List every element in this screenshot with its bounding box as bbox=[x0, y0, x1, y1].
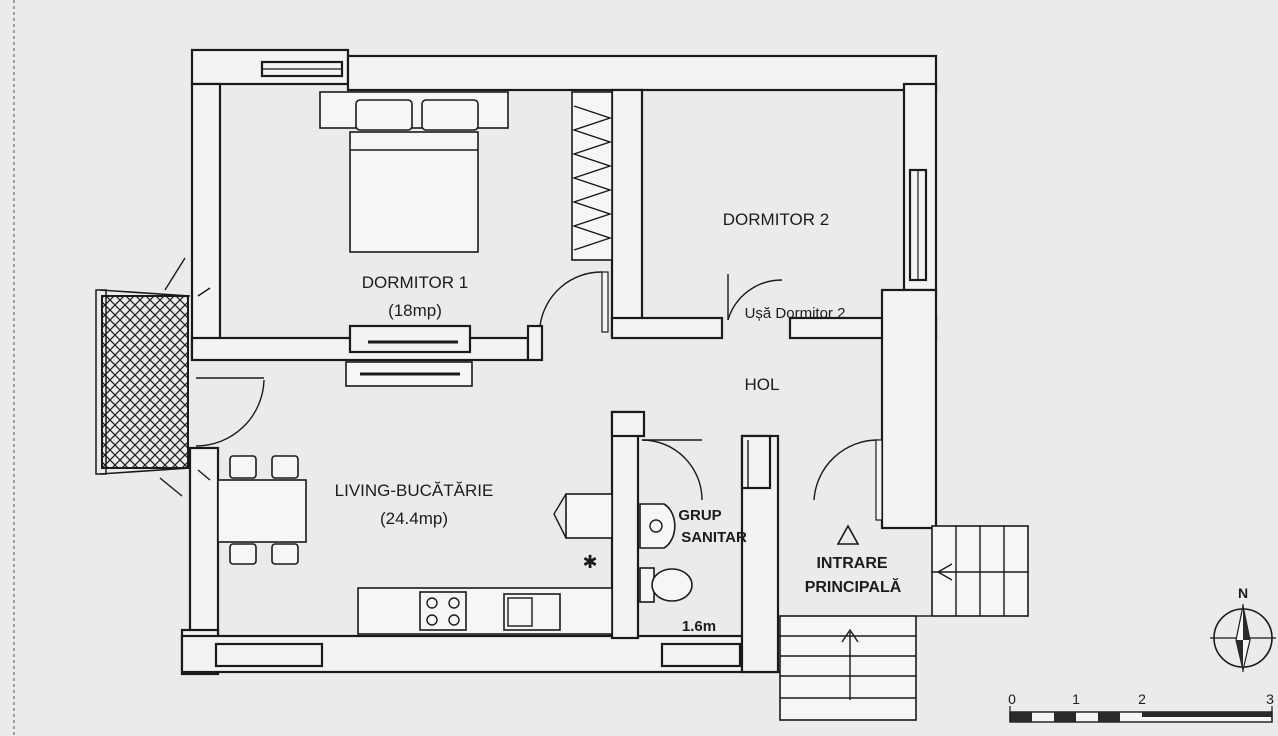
hol-name: HOL bbox=[745, 375, 780, 394]
scale-bar bbox=[1009, 706, 1273, 723]
dining-table bbox=[217, 455, 307, 565]
double-bed bbox=[319, 91, 509, 253]
scale-tick-2: 2 bbox=[1138, 691, 1146, 707]
living-area: (24.4mp) bbox=[380, 509, 448, 528]
living-name: LIVING-BUCĂTĂRIE bbox=[335, 481, 494, 500]
svg-text:✱: ✱ bbox=[582, 552, 597, 572]
entrance-marker-icon bbox=[836, 524, 860, 545]
intrare-line2: PRINCIPALĂ bbox=[805, 577, 902, 596]
intrare-line1: INTRARE bbox=[816, 555, 887, 572]
dresser bbox=[345, 340, 473, 387]
doors bbox=[195, 271, 883, 521]
dormitor2-name: DORMITOR 2 bbox=[723, 210, 829, 229]
balcony bbox=[95, 257, 211, 497]
scale-tick-1: 1 bbox=[1072, 691, 1080, 707]
wardrobe bbox=[571, 91, 613, 261]
grup-sanitar-dimension: 1.6m bbox=[682, 618, 716, 635]
grup-sanitar-line1: GRUP bbox=[678, 507, 721, 524]
grup-sanitar-line2: SANITAR bbox=[681, 529, 747, 546]
bathroom-fixtures bbox=[639, 503, 693, 603]
dresser-wall bbox=[348, 324, 472, 354]
scale-tick-3: 3 bbox=[1266, 691, 1274, 707]
dormitor2-door-label: Ușă Dormitor 2 bbox=[745, 305, 846, 322]
dormitor1-name: DORMITOR 1 bbox=[362, 273, 468, 292]
compass-north-label: N bbox=[1238, 585, 1248, 601]
dormitor1-area: (18mp) bbox=[388, 301, 442, 320]
walls bbox=[180, 48, 938, 676]
compass-icon bbox=[1210, 604, 1276, 672]
entry-stairs bbox=[779, 525, 1029, 721]
kitchen-counter: ✱ bbox=[357, 493, 613, 635]
scale-tick-0: 0 bbox=[1008, 691, 1016, 707]
